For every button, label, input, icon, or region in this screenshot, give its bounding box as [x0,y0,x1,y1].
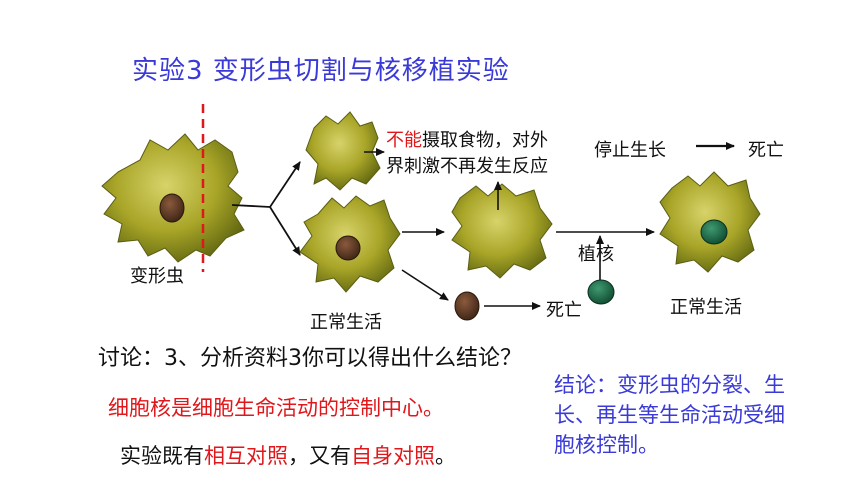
label-amoeba: 变形虫 [130,266,184,287]
amoeba-fragment [305,111,381,191]
page-title: 实验3 变形虫切割与核移植实验 [132,56,510,86]
control-post: 。 [435,444,456,468]
label-cannot-desc-2: 界刺激不再发生反应 [386,156,548,177]
conclusion-text: 结论：变形虫的分裂、生长、再生等生命活动受细胞核控制。 [554,373,785,457]
label-death-top: 死亡 [748,140,784,161]
amoeba-enucleated [451,183,553,279]
label-death-bottom: 死亡 [546,300,582,321]
split-arrow-down [269,206,301,256]
discussion-question: 讨论：3、分析资料3你可以得出什么结论？ [98,346,522,371]
nucleus-main [159,193,185,223]
control-mutual: 相互对照 [204,444,288,468]
label-stop-growth: 停止生长 [594,140,666,161]
control-statement: 实验既有相互对照，又有自身对照。 [120,440,456,470]
arrow-half-to-nucleus [401,269,449,301]
label-cannot-desc-1: 摄取食物，对外 [422,130,548,151]
label-transplant: 植核 [578,244,614,265]
answer-statement: 细胞核是细胞生命活动的控制中心。 [108,396,444,420]
control-mid: ，又有 [288,444,351,468]
nucleus-half [335,235,361,261]
label-normal-life-right: 正常生活 [670,297,742,318]
nucleus-isolated [454,291,480,321]
label-cannot-block: 不能摄取食物，对外 界刺激不再发生反应 [386,128,548,180]
nucleus-transplant [587,279,615,305]
label-normal-life-left: 正常生活 [310,312,382,333]
control-pre: 实验既有 [120,444,204,468]
label-not: 不能 [386,130,422,151]
nucleus-right [700,219,728,245]
control-self: 自身对照 [351,444,435,468]
split-arrow-up [231,161,301,208]
